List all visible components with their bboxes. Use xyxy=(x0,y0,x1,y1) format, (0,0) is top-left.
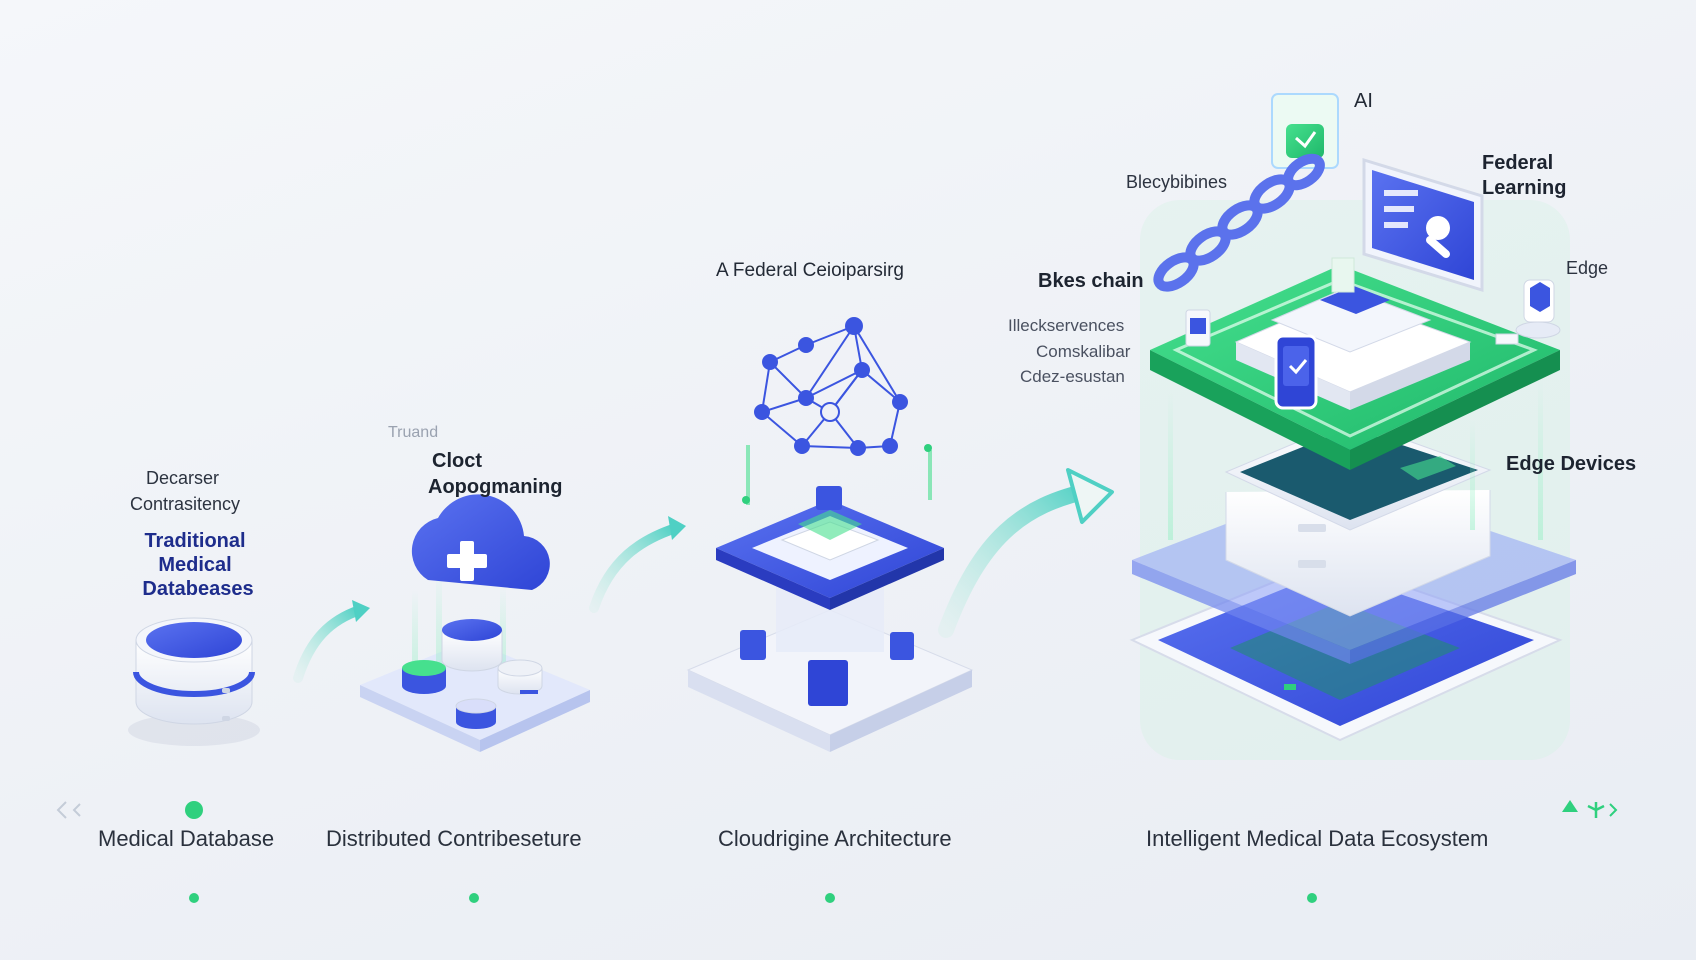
timeline-stage-4: Intelligent Medical Data Ecosystem xyxy=(1146,826,1489,851)
label-ai: AI xyxy=(1354,90,1373,112)
cloud-platform-icon xyxy=(360,494,590,752)
timeline-track xyxy=(56,800,1618,903)
stage3-title: A Federal Ceioiparsirg xyxy=(716,260,904,281)
transition-arrow-icon xyxy=(293,600,370,683)
stage2-title-line1: Cloct xyxy=(432,450,482,472)
stage2-title-line2: Aopogmaning xyxy=(428,476,563,498)
list-item-1: Illeckservences xyxy=(1008,316,1125,335)
label-edge: Edge xyxy=(1566,258,1609,278)
label-block-chain: Bkes chain xyxy=(1038,270,1144,292)
database-cylinder-icon xyxy=(128,617,260,746)
stage1-caption-line2: Contrasitency xyxy=(130,494,241,514)
label-federal-learning-line1: Federal xyxy=(1482,152,1554,174)
list-item-2: Comskalibar xyxy=(1036,342,1131,361)
stage1-title-line3: Databeases xyxy=(142,578,254,600)
label-federal-learning-line2: Learning xyxy=(1482,177,1567,199)
ecosystem-stack-icon xyxy=(1129,93,1576,760)
label-edge-devices: Edge Devices xyxy=(1506,453,1637,475)
timeline-stage-1: Medical Database xyxy=(98,826,275,851)
federated-network-tower-icon xyxy=(686,317,974,752)
stage2-faint-label: Truand xyxy=(388,424,439,441)
stage1-title-line2: Medical xyxy=(158,554,232,576)
stage1-caption-line1: Decarser xyxy=(146,468,220,488)
timeline-stage-2: Distributed Contribeseture xyxy=(326,826,582,851)
timeline-stage-3: Cloudrigine Architecture xyxy=(718,826,952,851)
transition-arrow-icon xyxy=(589,516,686,613)
stage1-title-line1: Traditional xyxy=(144,530,246,552)
label-blockchains: Blecybibines xyxy=(1126,172,1228,192)
transition-arrow-icon xyxy=(938,468,1114,638)
list-item-3: Cdez-esustan xyxy=(1020,367,1125,386)
